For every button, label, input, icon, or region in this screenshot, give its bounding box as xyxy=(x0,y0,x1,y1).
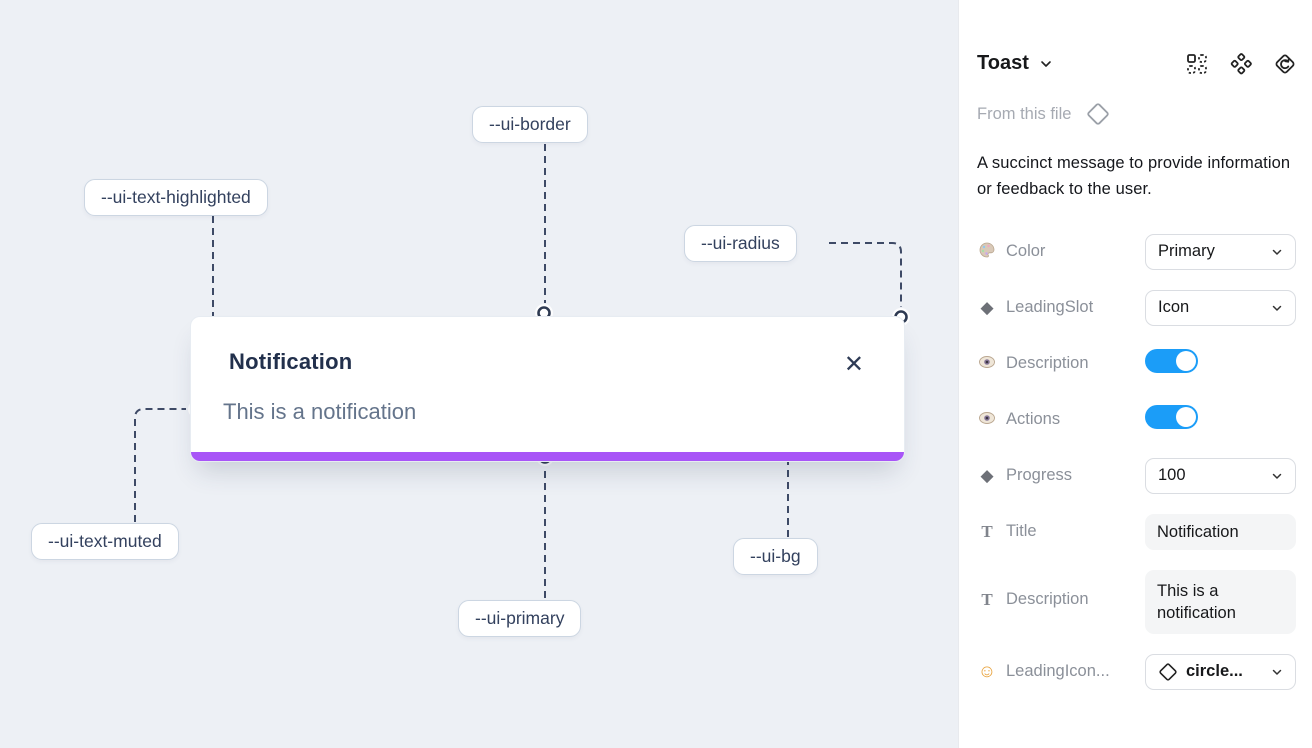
toast-progress-bar xyxy=(191,452,904,461)
annotation-ui-primary[interactable]: --ui-primary xyxy=(458,600,582,637)
prop-label-leadingicon: LeadingIcon... xyxy=(1006,662,1110,681)
prop-row-progress: ◆ Progress 100 xyxy=(977,457,1296,494)
component-title: Toast xyxy=(977,52,1029,74)
prop-row-leadingslot: ◆ LeadingSlot Icon xyxy=(977,289,1296,326)
properties-panel: Toast xyxy=(958,0,1312,748)
prop-row-description-text: T Description This is a notification xyxy=(977,569,1296,634)
chevron-down-icon xyxy=(1271,470,1283,482)
source-row: From this file xyxy=(977,101,1296,127)
prop-label-description: Description xyxy=(1006,354,1089,373)
diamond-icon: ◆ xyxy=(980,297,994,317)
toast-component[interactable]: Notification This is a notification ✕ xyxy=(190,316,905,462)
description-text-field[interactable]: This is a notification xyxy=(1145,569,1296,634)
progress-select[interactable]: 100 xyxy=(1145,457,1296,494)
annotation-ui-radius[interactable]: --ui-radius xyxy=(684,225,797,262)
chevron-down-icon[interactable] xyxy=(1039,57,1053,71)
prop-label-description-text: Description xyxy=(1006,590,1089,609)
prop-row-title: T Title Notification xyxy=(977,513,1296,550)
prop-label-actions: Actions xyxy=(1006,410,1061,429)
component-icon[interactable] xyxy=(1230,52,1252,75)
prop-row-color: Color Primary xyxy=(977,233,1296,270)
eye-icon xyxy=(977,411,997,429)
description-toggle[interactable] xyxy=(1145,349,1198,374)
annotation-ui-text-highlighted[interactable]: --ui-text-highlighted xyxy=(84,179,268,216)
leadingslot-select[interactable]: Icon xyxy=(1145,289,1296,326)
toast-description: This is a notification xyxy=(223,399,417,424)
chevron-down-icon xyxy=(1271,666,1283,678)
type-icon: T xyxy=(981,521,993,541)
toast-title: Notification xyxy=(229,349,353,374)
wire-text-muted xyxy=(134,408,186,522)
design-canvas: Notification This is a notification ✕ --… xyxy=(0,0,958,748)
chevron-down-icon xyxy=(1271,302,1283,314)
title-text-field[interactable]: Notification xyxy=(1145,513,1296,550)
palette-icon xyxy=(977,241,997,263)
source-label: From this file xyxy=(977,104,1072,123)
type-icon: T xyxy=(981,589,993,609)
annotation-ui-text-muted[interactable]: --ui-text-muted xyxy=(31,523,179,560)
panel-header: Toast xyxy=(977,52,1296,75)
diamond-outline-icon xyxy=(1085,101,1111,127)
smiley-icon: ☺ xyxy=(977,661,997,682)
prop-label-title: Title xyxy=(1006,522,1037,541)
prop-row-leadingicon: ☺ LeadingIcon... circle... xyxy=(977,653,1296,690)
property-list: Color Primary ◆ LeadingSlot Icon xyxy=(977,233,1296,690)
annotation-ui-border[interactable]: --ui-border xyxy=(472,106,588,143)
actions-toggle[interactable] xyxy=(1145,405,1198,430)
color-select[interactable]: Primary xyxy=(1145,233,1296,270)
wire-radius xyxy=(829,242,902,307)
component-description: A succinct message to provide informatio… xyxy=(977,154,1291,198)
diamond-icon: ◆ xyxy=(980,465,994,485)
prop-label-color: Color xyxy=(1006,242,1046,261)
diamond-outline-icon xyxy=(1158,662,1178,682)
instance-swap-icon[interactable] xyxy=(1274,53,1296,75)
prop-label-leadingslot: LeadingSlot xyxy=(1006,298,1094,317)
leadingicon-select[interactable]: circle... xyxy=(1145,653,1296,690)
eye-icon xyxy=(977,355,997,373)
close-icon[interactable]: ✕ xyxy=(843,351,864,378)
prop-row-description-toggle: Description xyxy=(977,346,1296,382)
chevron-down-icon xyxy=(1271,246,1283,258)
prop-label-progress: Progress xyxy=(1006,466,1073,485)
prop-row-actions-toggle: Actions xyxy=(977,402,1296,438)
component-props-icon[interactable] xyxy=(1186,53,1208,75)
annotation-ui-bg[interactable]: --ui-bg xyxy=(733,538,818,575)
